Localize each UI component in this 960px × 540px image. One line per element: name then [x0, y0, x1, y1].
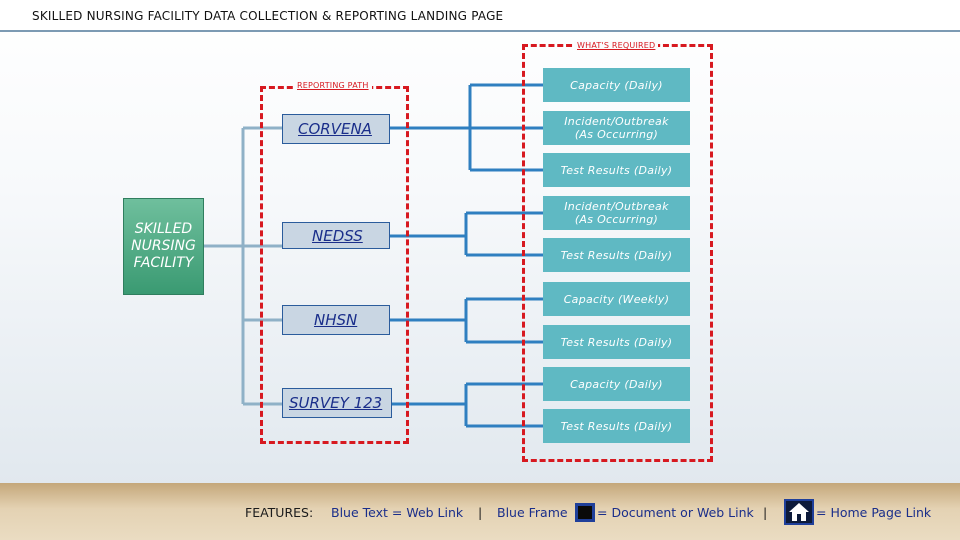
req-capacity-daily-corvena[interactable]: Capacity (Daily)	[543, 68, 690, 102]
req-label: Test Results (Daily)	[560, 335, 673, 349]
req-incident-outbreak-nedss[interactable]: Incident/Outbreak (As Occurring)	[543, 196, 690, 230]
path-survey123-label: SURVEY 123	[289, 394, 383, 412]
req-capacity-weekly-nhsn[interactable]: Capacity (Weekly)	[543, 282, 690, 316]
whats-required-label: WHAT'S REQUIRED	[574, 41, 659, 50]
req-capacity-daily-survey[interactable]: Capacity (Daily)	[543, 367, 690, 401]
req-label: Test Results (Daily)	[560, 419, 673, 433]
path-corvena-label: CORVENA	[298, 120, 372, 138]
req-incident-outbreak-corvena[interactable]: Incident/Outbreak (As Occurring)	[543, 111, 690, 145]
header-bar: SKILLED NURSING FACILITY DATA COLLECTION…	[0, 0, 960, 32]
path-nedss-link[interactable]: NEDSS	[282, 222, 390, 249]
path-nhsn-label: NHSN	[314, 311, 358, 329]
requirement-connectors	[390, 83, 543, 428]
document-link-legend: = Document or Web Link	[597, 505, 754, 520]
legend-separator: |	[478, 505, 483, 520]
root-label: SKILLED NURSING FACILITY	[131, 221, 196, 271]
req-label: Capacity (Daily)	[570, 377, 663, 391]
req-test-results-nhsn[interactable]: Test Results (Daily)	[543, 325, 690, 359]
req-test-results-nedss[interactable]: Test Results (Daily)	[543, 238, 690, 272]
req-label: Capacity (Weekly)	[563, 292, 670, 306]
req-test-results-survey[interactable]: Test Results (Daily)	[543, 409, 690, 443]
blue-text-legend: Blue Text = Web Link	[331, 505, 464, 520]
skilled-nursing-facility-box: SKILLED NURSING FACILITY	[123, 198, 204, 295]
path-nedss-label: NEDSS	[312, 226, 363, 245]
page-title: SKILLED NURSING FACILITY DATA COLLECTION…	[32, 9, 504, 23]
features-label: FEATURES:	[245, 505, 314, 520]
req-label: Test Results (Daily)	[560, 163, 673, 177]
blue-frame-icon	[575, 503, 595, 522]
path-nhsn-link[interactable]: NHSN	[282, 305, 390, 335]
path-corvena-link[interactable]: CORVENA	[282, 114, 390, 144]
req-test-results-corvena[interactable]: Test Results (Daily)	[543, 153, 690, 187]
legend-separator: |	[763, 505, 768, 520]
home-glyph-icon	[789, 503, 809, 521]
path-survey123-link[interactable]: SURVEY 123	[282, 388, 392, 418]
req-label: Test Results (Daily)	[560, 248, 673, 262]
blue-frame-legend: Blue Frame	[497, 505, 568, 520]
reporting-path-label: REPORTING PATH	[294, 81, 372, 90]
req-label: Incident/Outbreak (As Occurring)	[564, 200, 669, 226]
home-page-link-legend: = Home Page Link	[816, 505, 932, 520]
req-label: Incident/Outbreak (As Occurring)	[564, 115, 669, 141]
home-icon[interactable]	[784, 499, 814, 525]
req-label: Capacity (Daily)	[570, 78, 663, 92]
